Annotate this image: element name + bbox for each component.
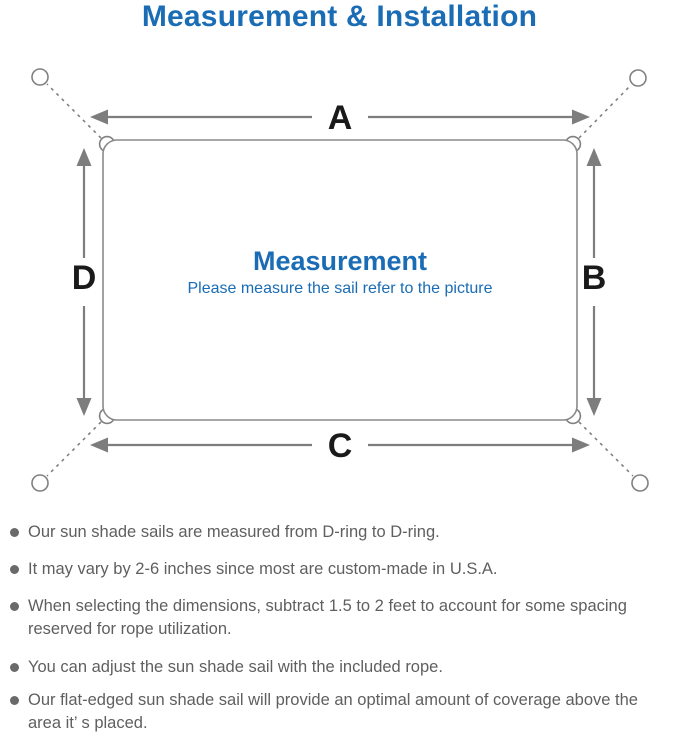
- anchor-point-icon: [31, 68, 49, 86]
- list-item: It may vary by 2-6 inches since most are…: [8, 558, 669, 581]
- instruction-list: Our sun shade sails are measured from D-…: [0, 521, 679, 749]
- list-item-text: Our sun shade sails are measured from D-…: [28, 523, 440, 541]
- rope-dashed-lines: [46, 83, 634, 477]
- dimension-label-a: A: [328, 99, 353, 137]
- anchor-point-icon: [631, 474, 649, 492]
- list-item-text: Our flat-edged sun shade sail will provi…: [28, 691, 638, 732]
- bullet-icon: [10, 663, 19, 672]
- list-item-text: It may vary by 2-6 inches since most are…: [28, 560, 498, 578]
- sail-outline: [102, 139, 578, 421]
- bullet-icon: [10, 565, 19, 574]
- dimension-label-b: B: [582, 259, 607, 297]
- page-title: Measurement & Installation: [141, 0, 538, 33]
- list-item: You can adjust the sun shade sail with t…: [8, 656, 669, 679]
- arrowhead-right-icon: [572, 109, 590, 125]
- diagram-caption-title: Measurement: [253, 246, 427, 276]
- bullet-icon: [10, 602, 19, 611]
- anchor-point-icon: [629, 69, 647, 87]
- dimension-label-d: D: [72, 259, 97, 297]
- anchor-point-icon: [31, 474, 49, 492]
- bullet-icon: [10, 696, 19, 705]
- arrowhead-up-icon: [586, 148, 602, 166]
- arrowhead-down-icon: [76, 398, 92, 416]
- bullet-icon: [10, 528, 19, 537]
- list-item: When selecting the dimensions, subtract …: [8, 595, 669, 641]
- measurement-diagram: A B C D Measurement Please measure the s…: [31, 68, 649, 492]
- arrowhead-right-icon: [572, 437, 590, 453]
- list-item: Our sun shade sails are measured from D-…: [8, 521, 669, 544]
- list-item: Our flat-edged sun shade sail will provi…: [8, 689, 669, 735]
- diagram-caption-subtitle: Please measure the sail refer to the pic…: [187, 280, 492, 297]
- dimension-label-c: C: [328, 427, 353, 465]
- arrowhead-up-icon: [76, 148, 92, 166]
- arrowhead-left-icon: [90, 437, 108, 453]
- arrowhead-left-icon: [90, 109, 108, 125]
- list-item-text: When selecting the dimensions, subtract …: [28, 597, 627, 638]
- list-item-text: You can adjust the sun shade sail with t…: [28, 658, 443, 676]
- arrowhead-down-icon: [586, 398, 602, 416]
